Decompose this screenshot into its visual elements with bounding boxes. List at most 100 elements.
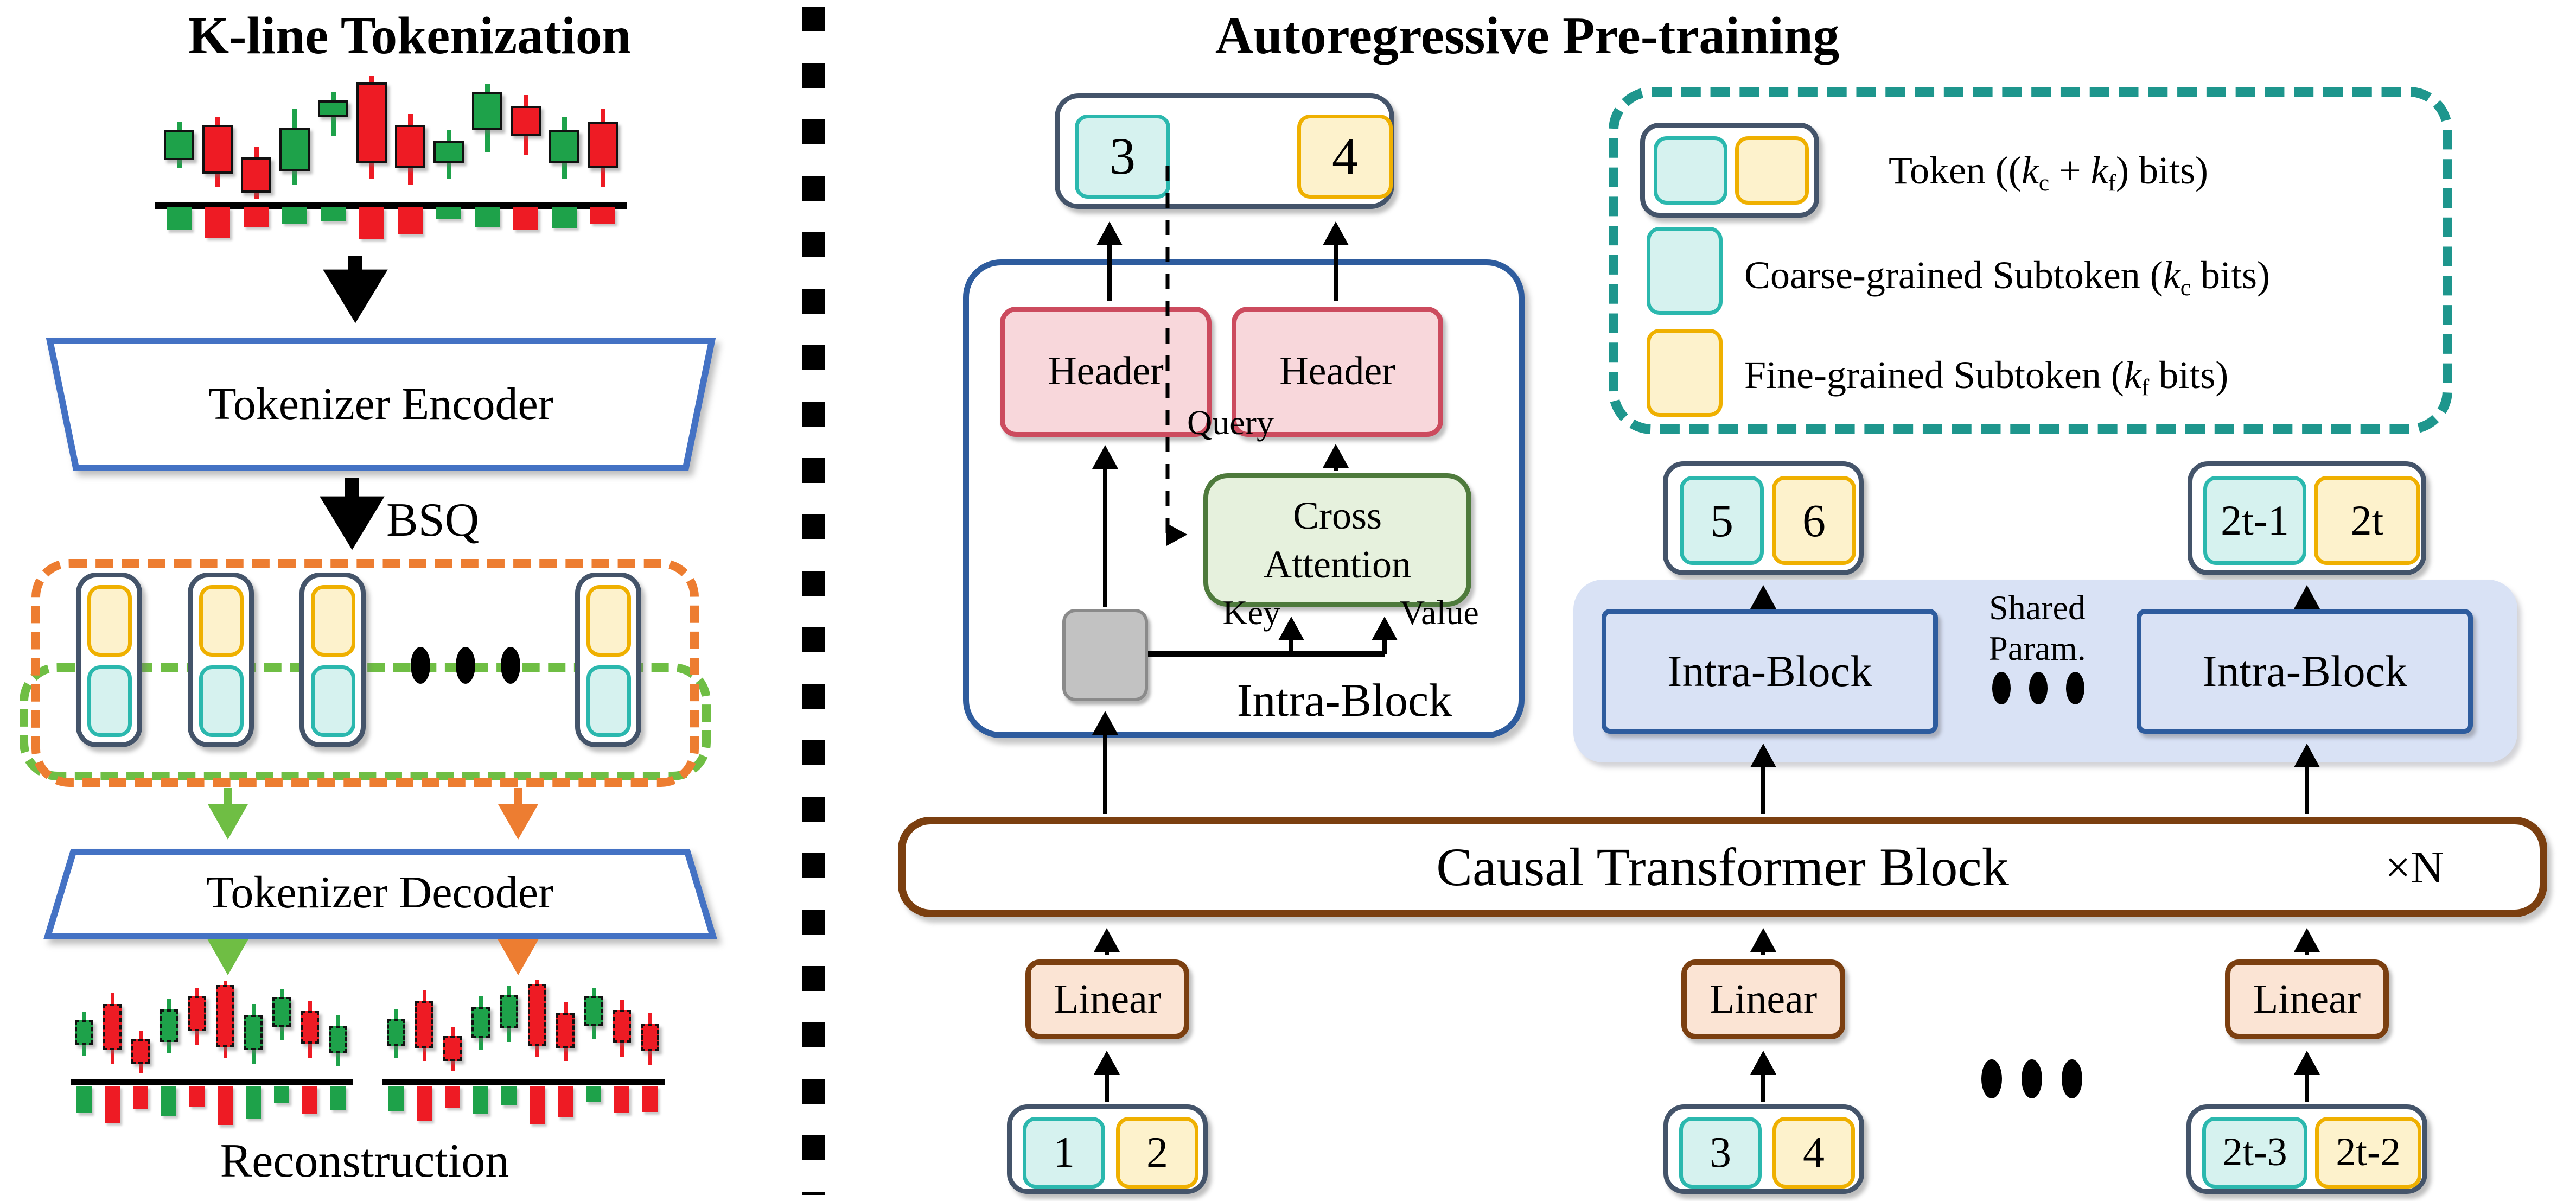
volume-bar — [445, 1086, 460, 1108]
volume-bar — [501, 1086, 517, 1105]
volume-bar — [105, 1086, 120, 1123]
legend-coarse-label: Coarse-grained Subtoken (kc bits) — [1744, 253, 2270, 301]
linear-block-2: Linear — [1681, 959, 1845, 1039]
volume-bar — [218, 1086, 233, 1125]
candle-body — [244, 1015, 263, 1050]
candle-body — [395, 125, 425, 168]
token-pair-3-4: 3 4 — [1663, 1104, 1864, 1194]
token-1 — [76, 573, 142, 747]
candle-body — [471, 1007, 490, 1038]
token-T — [575, 573, 641, 747]
shared-param-label-line2: Param. — [1988, 629, 2086, 668]
header-block-coarse: Header — [1000, 307, 1212, 437]
ellipsis-dot — [2066, 672, 2084, 704]
coarse-subtoken: 1 — [1023, 1117, 1105, 1189]
candle-body — [356, 82, 387, 163]
dashed-query-feedback-line — [1165, 166, 1188, 546]
output-token-pair: 3 4 — [1055, 93, 1394, 209]
volume-bar — [513, 207, 538, 230]
candle-body — [556, 1013, 575, 1048]
volume-bar — [475, 207, 500, 227]
tokenizer-decoder-label: Tokenizer Decoder — [206, 867, 554, 918]
tokenizer-encoder-label: Tokenizer Encoder — [208, 378, 553, 429]
candle-body — [500, 995, 518, 1028]
fine-subtoken-box — [586, 585, 631, 657]
intra-block-stept: Intra-Block — [2137, 609, 2473, 734]
volume-bar — [167, 207, 192, 230]
token-pair-2t3-2t2: 2t-3 2t-2 — [2186, 1104, 2427, 1194]
candle-body — [202, 125, 233, 174]
volume-bar — [302, 1086, 317, 1114]
shared-param-label-line1: Shared — [1989, 588, 2086, 627]
candle-body — [472, 92, 502, 130]
candle-body — [131, 1039, 150, 1064]
volume-bar — [321, 207, 346, 221]
candle-body — [241, 157, 271, 193]
volume-bar — [398, 207, 423, 234]
volume-bar — [642, 1086, 658, 1112]
candle-body — [279, 128, 310, 171]
volume-bar — [436, 207, 461, 219]
ellipsis-dot — [456, 647, 475, 684]
volume-bar — [76, 1086, 92, 1113]
token-group-frame — [31, 559, 699, 787]
key-label: Key — [1222, 593, 1280, 632]
volume-bar — [205, 207, 230, 238]
coarse-subtoken-box — [87, 665, 132, 737]
reconstructed-chart-full — [380, 980, 667, 1137]
ellipsis-dot — [411, 647, 430, 684]
ellipsis-dot — [2029, 672, 2048, 704]
volume-bar — [558, 1086, 573, 1117]
ellipsis-dot — [2022, 1059, 2042, 1098]
ellipsis-dot — [1992, 672, 2011, 704]
tokenizer-decoder-shape — [43, 849, 718, 939]
ellipsis-dot — [2062, 1059, 2082, 1098]
coarse-subtoken-box — [586, 665, 631, 737]
candle-body — [415, 1001, 433, 1048]
kline-input-chart — [146, 76, 635, 260]
token-pair-2t1-2t: 2t-1 2t — [2188, 461, 2426, 575]
legend-token-coarse-icon — [1654, 136, 1727, 205]
reconstruction-label: Reconstruction — [220, 1134, 509, 1187]
volume-bar — [590, 207, 615, 224]
volume-bar — [161, 1086, 176, 1116]
fine-subtoken: 2t — [2314, 476, 2420, 565]
token-2 — [188, 573, 254, 747]
fine-subtoken: 6 — [1772, 476, 1856, 565]
right-panel-title: Autoregressive Pre-training — [1215, 7, 1840, 65]
token-pair-1-2: 1 2 — [1007, 1104, 1208, 1194]
candle-body — [588, 122, 618, 168]
candle-body — [164, 130, 194, 160]
coarse-subtoken: 5 — [1680, 476, 1764, 565]
volume-bar — [417, 1086, 432, 1121]
volume-bar — [359, 207, 384, 239]
value-label: Value — [1400, 593, 1479, 632]
causal-transformer-label: Causal Transformer Block — [1436, 837, 2009, 897]
candle-body — [272, 997, 291, 1027]
chart-baseline — [71, 1079, 353, 1085]
token-3 — [299, 573, 366, 747]
legend-fine-icon — [1647, 329, 1723, 417]
volume-bar — [246, 1086, 261, 1119]
legend-coarse-icon — [1647, 227, 1723, 315]
ellipsis-dot — [501, 647, 520, 684]
candle-body — [584, 996, 603, 1026]
volume-bar — [133, 1086, 148, 1109]
bsq-label: BSQ — [386, 494, 480, 547]
coarse-hidden-state-box — [1062, 609, 1148, 701]
coarse-subtoken-box — [311, 665, 355, 737]
repeat-n-label: ×N — [2384, 842, 2444, 893]
candle-body — [511, 106, 541, 136]
legend-frame: Token ((kc + kf) bits) Coarse-grained Su… — [1609, 87, 2452, 434]
legend-token-label: Token ((kc + kf) bits) — [1889, 149, 2208, 196]
candle-body — [329, 1026, 347, 1053]
volume-bar — [586, 1086, 601, 1102]
tokenizer-encoder-shape — [46, 338, 716, 471]
candle-body — [528, 984, 546, 1046]
ellipsis-dot — [1981, 1059, 2002, 1098]
linear-block-1: Linear — [1025, 959, 1189, 1039]
legend-token-fine-icon — [1735, 136, 1809, 205]
